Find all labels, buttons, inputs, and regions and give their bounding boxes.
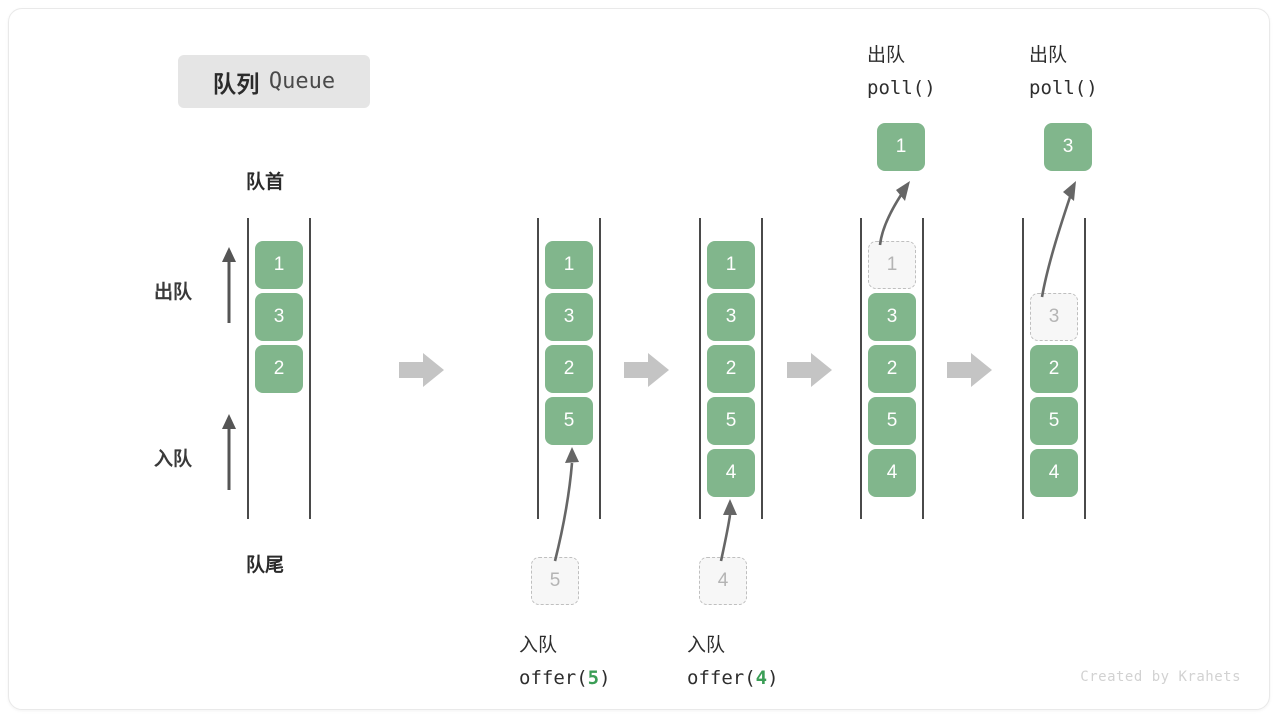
queue-cell: 1	[545, 241, 593, 289]
queue-cell: 2	[545, 345, 593, 393]
enqueue-motion-arrow-icon	[553, 447, 579, 562]
operation-caption-poll-1: 出队 poll()	[867, 39, 936, 106]
sequence-arrow-icon	[399, 353, 444, 387]
queue-rail-right	[761, 218, 763, 519]
queue-rail-right	[1084, 218, 1086, 519]
queue-rail-right	[599, 218, 601, 519]
queue-rail-left	[537, 218, 539, 519]
queue-cell: 3	[545, 293, 593, 341]
queue-column-state-initial: 1 3 2	[219, 9, 379, 720]
queue-rail-right	[922, 218, 924, 519]
queue-cell: 1	[707, 241, 755, 289]
watermark-credit: Created by Krahets	[1080, 669, 1241, 685]
dequeue-motion-arrow-icon	[1040, 181, 1076, 298]
queue-head-label: 队首	[246, 172, 285, 193]
dequeued-cell: 1	[877, 123, 925, 171]
queue-cell: 4	[707, 449, 755, 497]
queue-rail-left	[860, 218, 862, 519]
enqueue-direction-arrow-icon	[222, 414, 236, 490]
dequeue-direction-arrow-icon	[222, 247, 236, 323]
queue-rail-left	[247, 218, 249, 519]
queue-cell: 3	[707, 293, 755, 341]
queue-cell: 4	[868, 449, 916, 497]
dequeue-motion-arrow-icon	[878, 181, 910, 246]
queue-column-state-after-offer-4: 1 3 2 5 4 4	[671, 9, 831, 720]
queue-vacated-ghost-cell: 3	[1030, 293, 1078, 341]
title-english: Queue	[268, 69, 336, 94]
caption-code: poll()	[867, 77, 936, 100]
caption-code: offer(4)	[687, 667, 779, 690]
caption-chinese: 出队	[1029, 45, 1068, 66]
queue-cell: 5	[1030, 397, 1078, 445]
caption-chinese: 入队	[519, 635, 558, 656]
diagram-title-badge: 队列 Queue	[178, 55, 370, 108]
sequence-arrow-icon	[787, 353, 832, 387]
queue-cell: 4	[1030, 449, 1078, 497]
operation-caption-offer-5: 入队 offer(5)	[519, 629, 611, 696]
queue-rail-left	[699, 218, 701, 519]
caption-chinese: 出队	[867, 45, 906, 66]
operation-caption-offer-4: 入队 offer(4)	[687, 629, 779, 696]
sequence-arrow-icon	[947, 353, 992, 387]
caption-code: offer(5)	[519, 667, 611, 690]
queue-rail-right	[309, 218, 311, 519]
dequeued-cell: 3	[1044, 123, 1092, 171]
caption-chinese: 入队	[687, 635, 726, 656]
queue-cell: 5	[707, 397, 755, 445]
enqueue-motion-arrow-icon	[719, 499, 737, 562]
queue-incoming-ghost-cell: 4	[699, 557, 747, 605]
queue-column-state-after-poll-3: 3 2 5 4	[994, 9, 1154, 720]
queue-cell: 1	[255, 241, 303, 289]
queue-cell: 3	[255, 293, 303, 341]
queue-cell: 3	[868, 293, 916, 341]
queue-cell: 5	[868, 397, 916, 445]
queue-cell: 2	[1030, 345, 1078, 393]
caption-code: poll()	[1029, 77, 1098, 100]
queue-vacated-ghost-cell: 1	[868, 241, 916, 289]
operation-caption-poll-3: 出队 poll()	[1029, 39, 1098, 106]
queue-incoming-ghost-cell: 5	[531, 557, 579, 605]
queue-tail-label: 队尾	[246, 555, 285, 576]
title-chinese: 队列	[212, 70, 260, 97]
queue-cell: 5	[545, 397, 593, 445]
queue-cell: 2	[255, 345, 303, 393]
queue-column-state-after-poll-1: 1 3 2 5 4	[832, 9, 992, 720]
queue-cell: 2	[868, 345, 916, 393]
queue-column-state-after-offer-5: 1 3 2 5 5	[509, 9, 669, 720]
enqueue-direction-label: 入队	[154, 449, 193, 470]
diagram-card: 队列 Queue 队首 队尾 出队 入队 1 3 2	[8, 8, 1270, 710]
queue-cell: 2	[707, 345, 755, 393]
sequence-arrow-icon	[624, 353, 669, 387]
dequeue-direction-label: 出队	[154, 282, 193, 303]
queue-rail-left	[1022, 218, 1024, 519]
